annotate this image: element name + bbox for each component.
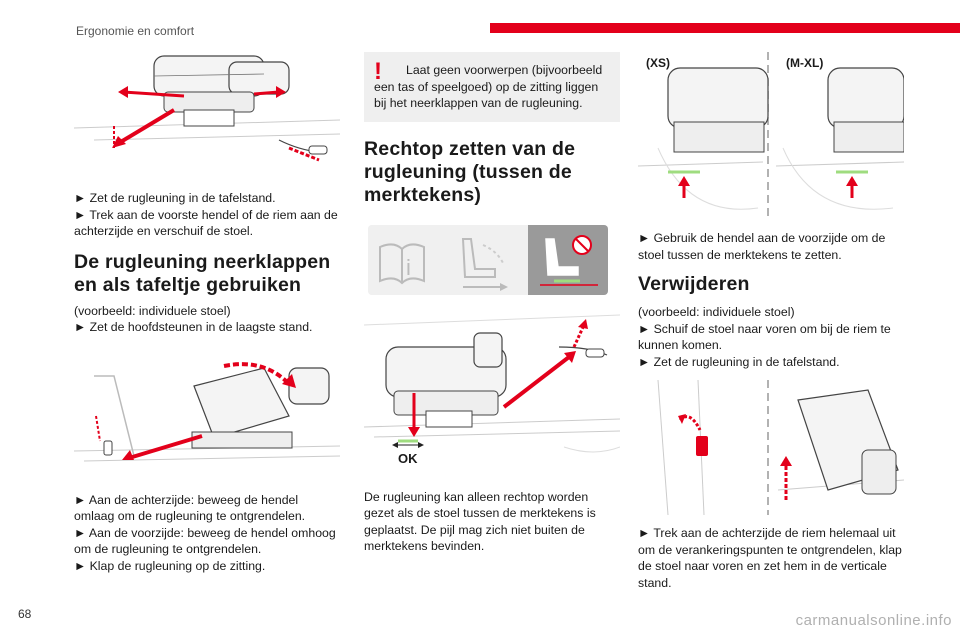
illustration-fold-backrest	[73, 355, 341, 476]
illustration-size-comparison: (XS) (M-XL)	[637, 48, 905, 218]
warning-text: Laat geen voorwerpen (bijvoorbeeld een t…	[374, 63, 603, 110]
section-heading-remove: Verwijderen	[638, 273, 750, 295]
size-comparison-drawing	[637, 52, 905, 218]
illustration-seat-slide	[73, 48, 341, 173]
manual-book-icon: i	[379, 242, 425, 284]
illustration-remove-seat	[638, 379, 905, 516]
step-text: ► Aan de achterzijde: beweeg de hendel o…	[74, 492, 306, 524]
page-number: 68	[18, 607, 32, 621]
step-text: ► Trek aan de voorste hendel of de riem …	[74, 207, 338, 239]
example-note: (voorbeeld: individuele stoel)	[638, 305, 795, 319]
upright-backrest-drawing	[363, 314, 621, 452]
step-text: ► Schuif de stoel naar voren om bij de r…	[638, 321, 891, 353]
step-text: ► Gebruik de hendel aan de voorzijde om …	[638, 231, 886, 262]
step-text: ► Aan de voorzijde: beweeg de hendel omh…	[74, 525, 336, 557]
body-text: De rugleuning kan alleen rechtop worden …	[364, 489, 596, 554]
step-text: ► Zet de rugleuning in de tafelstand.	[74, 191, 276, 205]
illustration-upright-backrest: OK	[363, 306, 621, 477]
section-heading-upright: Rechtop zetten van de rugleuning (tussen…	[364, 137, 576, 206]
step-text: ► Zet de hoofdsteunen in de laagste stan…	[74, 320, 313, 334]
svg-text:i: i	[406, 255, 411, 280]
column-1: ► Zet de rugleuning in de tafelstand. ► …	[73, 48, 341, 574]
watermark: carmanualsonline.info	[795, 612, 952, 629]
pictogram-drawing: i	[368, 224, 608, 295]
seat-motion-icon	[461, 237, 508, 291]
step-text: ► Trek aan de achterzijde de riem helema…	[638, 526, 902, 590]
warning-icon: !	[374, 58, 382, 85]
size-label-mxl: (M-XL)	[786, 56, 824, 70]
column-3: (XS) (M-XL) ► Gebruik de hendel aan de v…	[637, 48, 905, 591]
fold-backrest-drawing	[73, 361, 341, 461]
header-accent-bar	[490, 23, 960, 33]
step-text: ► Klap de rugleuning op de zitting.	[74, 558, 266, 573]
remove-seat-drawing	[657, 379, 905, 516]
example-note: (voorbeeld: individuele stoel)	[74, 303, 231, 318]
pictogram-strip: i	[368, 224, 608, 295]
ok-label: OK	[398, 450, 418, 466]
seat-slide-drawing	[73, 55, 341, 162]
section-heading-fold-table: De rugleuning neerklappen en als tafeltj…	[74, 250, 331, 296]
column-2: ! Laat geen voorwerpen (bijvoorbeeld een…	[363, 48, 621, 555]
step-text: ► Zet de rugleuning in de tafelstand.	[638, 354, 840, 369]
no-object-on-seat-icon	[540, 234, 598, 286]
size-label-xs: (XS)	[646, 56, 670, 70]
warning-box: ! Laat geen voorwerpen (bijvoorbeeld een…	[364, 52, 620, 122]
section-title: Ergonomie en comfort	[76, 24, 195, 38]
